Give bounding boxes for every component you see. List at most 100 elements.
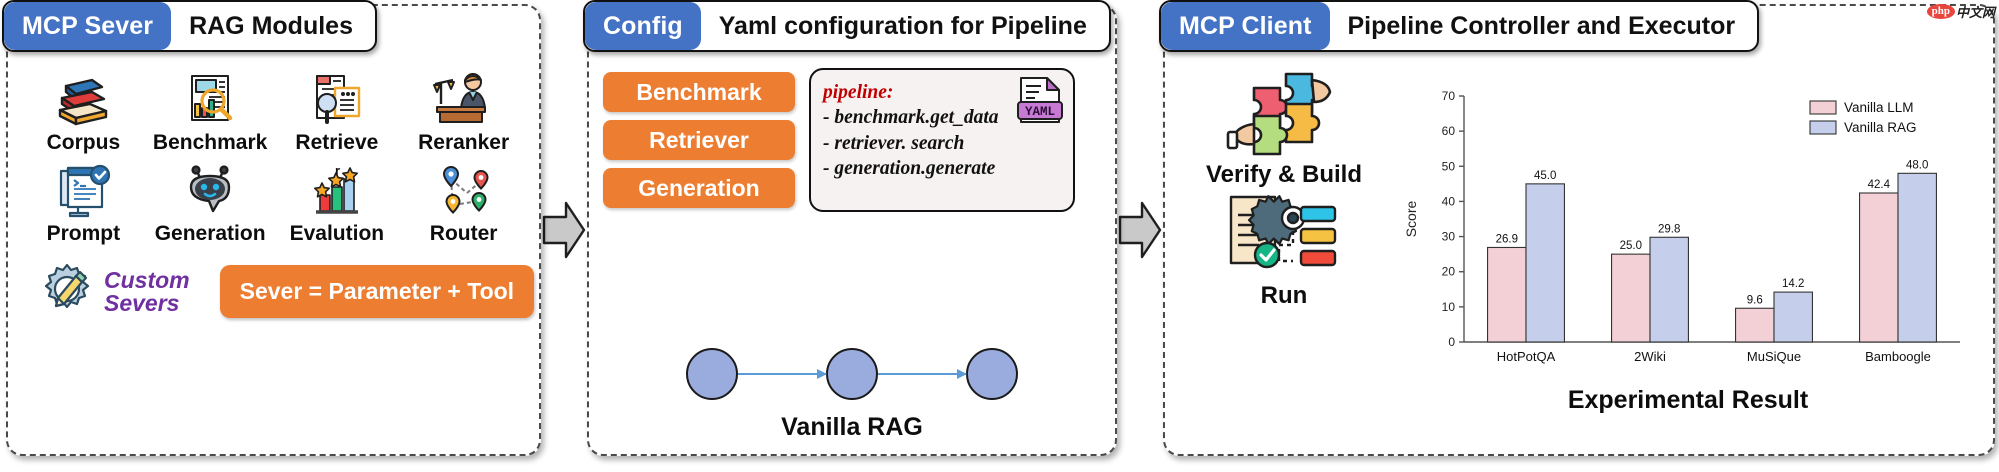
client-stage-label: Run <box>1260 282 1308 309</box>
client-stage-list: Verify & Build <box>1179 68 1389 446</box>
document-gear-run-icon <box>1219 189 1349 281</box>
chatbot-icon <box>179 159 241 221</box>
module-label: Reranker <box>418 131 510 154</box>
flow-connector-2 <box>878 369 967 379</box>
module-generation[interactable]: Generation <box>147 159 274 246</box>
module-label: Evalution <box>289 222 385 245</box>
arrow-server-to-config <box>541 4 587 456</box>
books-icon <box>52 68 114 130</box>
route-pins-icon <box>433 159 495 221</box>
module-label: Benchmark <box>152 131 268 154</box>
panel-title-rag-modules: RAG Modules <box>189 11 353 40</box>
client-stage-run[interactable]: Run <box>1219 189 1349 310</box>
svg-text:MuSiQue: MuSiQue <box>1747 349 1801 364</box>
module-retrieve[interactable]: Retrieve <box>274 68 401 155</box>
watermark-text: 中文网 <box>1955 5 1995 20</box>
module-evaluation[interactable]: r Evalution <box>274 159 401 246</box>
svg-text:50: 50 <box>1442 159 1456 173</box>
svg-text:r: r <box>335 163 340 178</box>
custom-servers-line2: Severs <box>104 289 180 316</box>
svg-text:Bamboogle: Bamboogle <box>1865 349 1931 364</box>
judge-scales-icon <box>432 68 495 130</box>
chart-caption: Experimental Result <box>1567 386 1809 414</box>
svg-text:30: 30 <box>1442 230 1456 244</box>
yaml-file-icon: YAML <box>1015 76 1065 133</box>
puzzle-hands-icon <box>1224 68 1344 160</box>
svg-text:26.9: 26.9 <box>1496 233 1518 245</box>
panel-tag-mcp-server: MCP Sever <box>4 2 172 50</box>
module-label: Corpus <box>46 131 121 154</box>
yaml-code-card: YAML pipeline: - benchmark.get_data - re… <box>809 68 1075 212</box>
panel-config: Config Yaml configuration for Pipeline B… <box>583 0 1117 456</box>
svg-text:25.0: 25.0 <box>1620 240 1642 252</box>
flow-node-2 <box>826 348 878 400</box>
server-formula-pill[interactable]: Sever = Parameter + Tool <box>219 265 535 318</box>
panel-body-config: Benchmark Retriever Generation <box>589 6 1115 454</box>
php-badge: php <box>1926 4 1955 19</box>
module-benchmark[interactable]: Benchmark <box>147 68 274 155</box>
flow-node-3 <box>966 348 1018 400</box>
svg-text:Score: Score <box>1403 201 1419 238</box>
svg-text:29.8: 29.8 <box>1658 223 1680 235</box>
panel-header-mcp-server: MCP Sever RAG Modules <box>2 0 377 52</box>
panel-mcp-server: MCP Sever RAG Modules <box>2 0 541 456</box>
pipeline-flow-diagram <box>589 348 1115 400</box>
config-button-generation[interactable]: Generation <box>603 168 795 208</box>
terminal-monitor-check-icon <box>52 159 114 221</box>
panel-body-mcp-server: Corpus <box>8 6 539 454</box>
svg-text:0: 0 <box>1448 335 1455 349</box>
panel-header-config: Config Yaml configuration for Pipeline <box>583 0 1111 52</box>
bar-chart-stars-icon: r <box>306 159 368 221</box>
svg-text:48.0: 48.0 <box>1906 159 1928 171</box>
flow-node-1 <box>686 348 738 400</box>
panel-mcp-client: MCP Client Pipeline Controller and Execu… <box>1159 0 1995 456</box>
yaml-line-step-1: - benchmark.get_data <box>823 107 999 129</box>
module-router[interactable]: Router <box>400 159 527 246</box>
config-stage-buttons: Benchmark Retriever Generation <box>603 68 795 212</box>
flow-connector-1 <box>738 369 827 379</box>
svg-text:2Wiki: 2Wiki <box>1634 349 1666 364</box>
config-button-benchmark[interactable]: Benchmark <box>603 72 795 112</box>
module-reranker[interactable]: Reranker <box>400 68 527 155</box>
report-magnifier-icon <box>179 68 241 130</box>
panel-tag-mcp-client: MCP Client <box>1161 2 1330 50</box>
svg-text:70: 70 <box>1442 89 1456 103</box>
module-corpus[interactable]: Corpus <box>20 68 147 155</box>
svg-text:20: 20 <box>1442 265 1456 279</box>
bar-chart: 010203040506070Score26.945.0HotPotQA25.0… <box>1403 89 1960 364</box>
custom-servers-label: Custom Severs <box>104 266 190 316</box>
module-label: Generation <box>154 222 266 245</box>
svg-text:HotPotQA: HotPotQA <box>1497 349 1556 364</box>
yaml-line-key: pipeline: <box>823 82 894 103</box>
panel-tag-config: Config <box>585 2 701 50</box>
svg-text:60: 60 <box>1442 124 1456 138</box>
module-label: Prompt <box>46 222 121 245</box>
config-button-retriever[interactable]: Retriever <box>603 120 795 160</box>
panel-title-yaml-config: Yaml configuration for Pipeline <box>718 11 1087 40</box>
yaml-line-step-3: - generation.generate <box>823 158 996 180</box>
panel-title-pipeline-controller: Pipeline Controller and Executor <box>1347 11 1736 40</box>
client-stage-verify-build[interactable]: Verify & Build <box>1206 68 1362 189</box>
client-stage-label: Verify & Build <box>1205 161 1363 188</box>
module-prompt[interactable]: Prompt <box>20 159 147 246</box>
gear-pencil-icon <box>38 260 96 323</box>
svg-text:10: 10 <box>1442 300 1456 314</box>
custom-servers-row: Custom Severs Sever = Parameter + Tool <box>20 260 535 323</box>
svg-text:Vanilla RAG: Vanilla RAG <box>1844 120 1917 135</box>
yaml-line-step-2: - retriever. search <box>823 132 965 154</box>
panel-body-mcp-client: Verify & Build <box>1165 6 1993 454</box>
module-grid: Corpus <box>20 68 527 246</box>
panel-header-mcp-client: MCP Client Pipeline Controller and Execu… <box>1159 0 1760 52</box>
pipeline-flow-caption: Vanilla RAG <box>781 413 923 441</box>
document-search-icon <box>306 68 368 130</box>
svg-text:14.2: 14.2 <box>1782 278 1804 290</box>
watermark: php 中文网 <box>1926 2 1995 21</box>
custom-servers-line1: Custom <box>104 266 190 293</box>
config-content: Benchmark Retriever Generation <box>603 68 1101 212</box>
svg-text:9.6: 9.6 <box>1747 294 1763 306</box>
svg-text:YAML: YAML <box>1025 105 1055 119</box>
module-label: Retrieve <box>295 131 379 154</box>
svg-text:40: 40 <box>1442 194 1456 208</box>
